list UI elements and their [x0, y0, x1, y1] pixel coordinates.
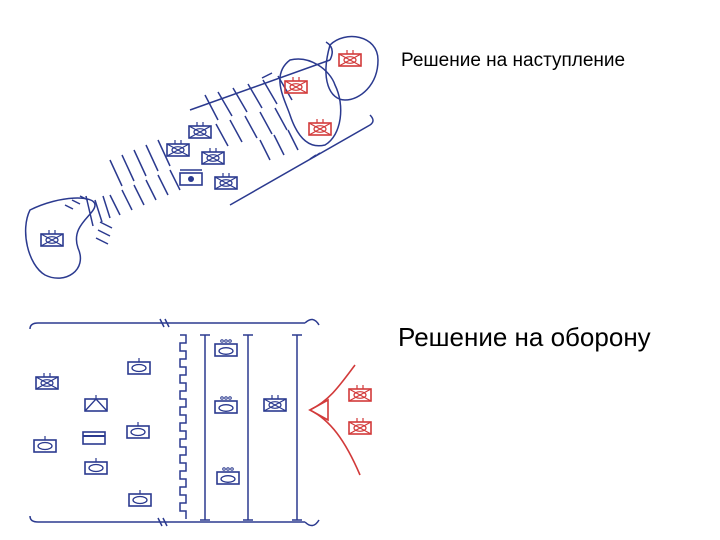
- dug-in-unit-icon: [214, 395, 238, 414]
- vehicle-unit-icon: [84, 457, 108, 475]
- tank-unit-icon: [166, 139, 190, 157]
- enemy-tank-icon: [308, 118, 332, 136]
- vehicle-unit-icon: [127, 357, 151, 375]
- defense-caption: Решение на оборону: [398, 322, 651, 352]
- attack-scheme: [24, 35, 379, 279]
- vehicle-unit-icon: [126, 421, 150, 439]
- enemy-attack-arrow-icon: [308, 364, 361, 476]
- vehicle-unit-icon: [33, 435, 57, 453]
- tank-unit-icon: [214, 172, 238, 190]
- enemy-tank-icon: [348, 384, 372, 402]
- command-post-icon: [82, 431, 106, 445]
- tank-unit-icon: [40, 229, 64, 247]
- tactical-scheme: [24, 35, 379, 527]
- tank-unit-icon: [188, 121, 212, 139]
- attack-caption: Решение на наступление: [401, 50, 626, 71]
- vehicle-unit-icon: [128, 489, 152, 507]
- dug-in-unit-icon: [214, 338, 238, 357]
- tank-unit-icon: [263, 394, 287, 412]
- enemy-tank-icon: [348, 417, 372, 435]
- dug-in-unit-icon: [216, 466, 240, 485]
- artillery-icon: [84, 395, 108, 412]
- enemy-tank-icon: [338, 49, 362, 67]
- enemy-tank-icon: [284, 76, 308, 94]
- defense-scheme: [29, 318, 320, 527]
- tank-unit-icon: [201, 147, 225, 165]
- tank-unit-icon: [35, 372, 59, 390]
- command-post-icon: [179, 169, 203, 186]
